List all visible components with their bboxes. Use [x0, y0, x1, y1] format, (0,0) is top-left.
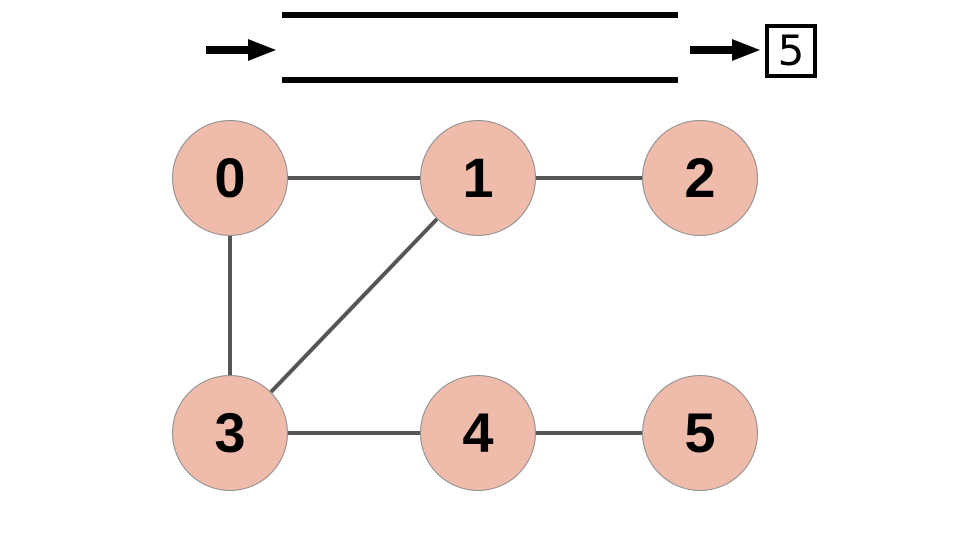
graph-node-label: 4	[462, 401, 494, 464]
graph-node-label: 2	[684, 146, 716, 209]
result-value-box: 5	[765, 24, 817, 78]
graph-edge-1-3	[269, 217, 439, 394]
pipeline-diagram: 5	[0, 0, 960, 100]
graph-node-label: 3	[214, 401, 246, 464]
output-arrow-icon	[690, 39, 760, 61]
graph-node-label: 0	[214, 146, 246, 209]
pipe-bottom-rail	[282, 77, 678, 83]
graph-node-2[interactable]: 2	[642, 120, 758, 236]
graph-node-label: 1	[462, 146, 494, 209]
pipe-top-rail	[282, 12, 678, 18]
graph-node-5[interactable]: 5	[642, 375, 758, 491]
graph-node-0[interactable]: 0	[172, 120, 288, 236]
graph-node-4[interactable]: 4	[420, 375, 536, 491]
graph-node-label: 5	[684, 401, 716, 464]
input-arrow-icon	[206, 39, 276, 61]
graph-node-3[interactable]: 3	[172, 375, 288, 491]
result-value: 5	[777, 26, 805, 75]
graph-node-1[interactable]: 1	[420, 120, 536, 236]
